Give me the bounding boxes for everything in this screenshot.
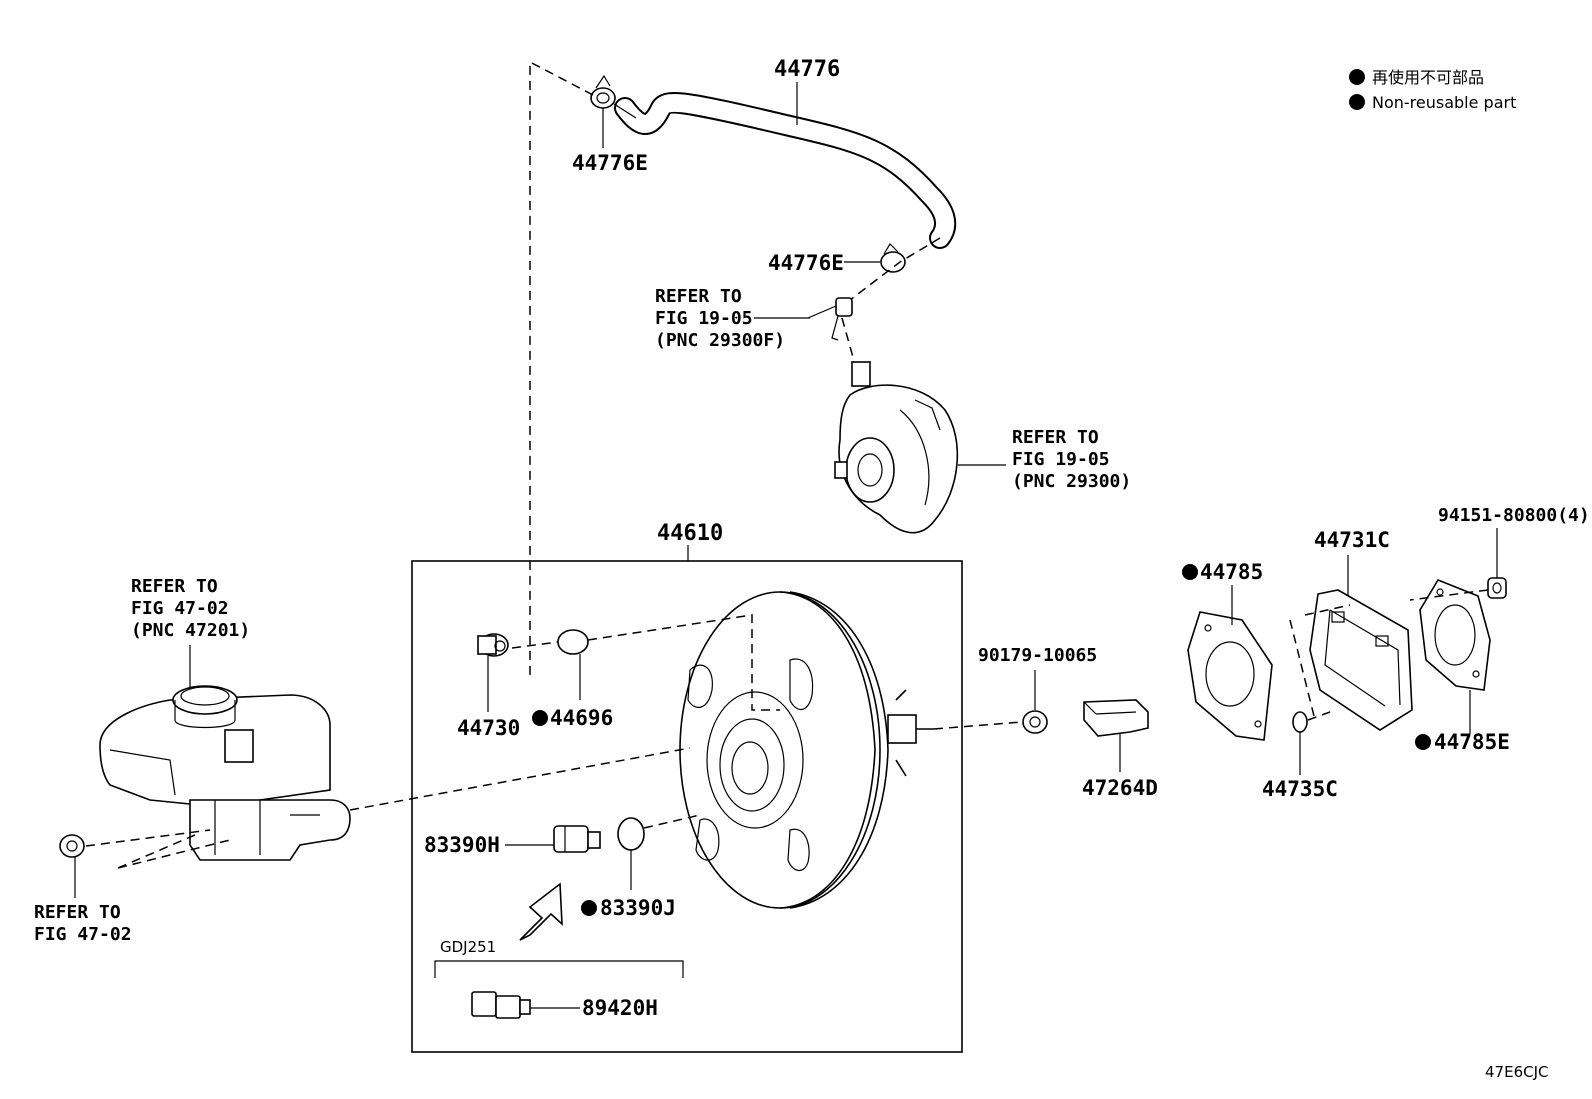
part-label-44610: 44610 [657, 521, 723, 546]
non-reusable-marker-icon [1349, 94, 1365, 110]
vacuum-sensor-83390H-drawing [553, 825, 601, 853]
part-label-89420H: 89420H [582, 996, 658, 1020]
master-cylinder-nut-drawing [59, 834, 85, 858]
part-label-90179-10065: 90179-10065 [978, 645, 1097, 666]
clevis-47264D-drawing [1083, 699, 1149, 737]
refer-fig-19-05-F-line3: (PNC 29300F) [655, 330, 785, 351]
hose-clamp-top-drawing [590, 74, 616, 109]
non-reusable-marker-icon [1182, 564, 1198, 580]
part-label-83390J: 83390J [600, 896, 676, 920]
refer-fig-19-05-F-line2: FIG 19-05 [655, 308, 753, 329]
non-reusable-marker-icon [1349, 69, 1365, 85]
refer-fig-47-02-pnc-line1: REFER TO [131, 576, 218, 597]
refer-fig-19-05-line2: FIG 19-05 [1012, 449, 1110, 470]
refer-fig-47-02-line2: FIG 47-02 [34, 924, 132, 945]
hose-clamp-mid-drawing [880, 243, 906, 273]
check-valve-44730-drawing [477, 633, 509, 657]
part-label-47264D: 47264D [1082, 776, 1158, 800]
booster-assembly-frame [411, 560, 963, 1053]
master-cylinder-reservoir-drawing [99, 685, 351, 861]
part-label-44776E-top: 44776E [572, 151, 648, 175]
check-valve-drawing [807, 297, 853, 341]
refer-fig-47-02-pnc-line3: (PNC 47201) [131, 620, 250, 641]
direction-arrow-icon [519, 882, 563, 941]
o-ring-44735C-drawing [1292, 711, 1308, 733]
brake-booster-drawing [679, 591, 934, 909]
refer-fig-19-05-line3: (PNC 29300) [1012, 471, 1131, 492]
part-label-44696: 44696 [550, 706, 613, 730]
part-label-44785E: 44785E [1434, 730, 1510, 754]
gasket-44785-drawing [1187, 611, 1273, 741]
part-label-44776E-mid: 44776E [768, 251, 844, 275]
non-reusable-marker-icon [581, 900, 597, 916]
figure-code: 47E6CJC [1485, 1063, 1548, 1081]
refer-fig-47-02-pnc-line2: FIG 47-02 [131, 598, 229, 619]
part-label-94151-80800: 94151-80800(4) [1438, 505, 1590, 526]
part-label-44776: 44776 [774, 57, 840, 82]
gasket-44785E-drawing [1419, 579, 1491, 691]
gdj251-label: GDJ251 [440, 938, 496, 956]
vacuum-hose-drawing [613, 92, 957, 249]
part-label-44731C: 44731C [1314, 528, 1390, 552]
grommet-83390J-drawing [617, 817, 645, 851]
legend: 再使用不可部品 Non-reusable part [1349, 68, 1516, 112]
spacer-44731C-drawing [1309, 589, 1413, 731]
grommet-44696-drawing [557, 629, 589, 655]
nut-94151-drawing [1487, 577, 1507, 599]
part-label-44735C: 44735C [1262, 777, 1338, 801]
non-reusable-marker-icon [532, 710, 548, 726]
refer-fig-19-05-line1: REFER TO [1012, 427, 1099, 448]
connector-89420H-drawing [471, 991, 531, 1019]
part-label-44730: 44730 [457, 716, 520, 740]
legend-line-japanese: 再使用不可部品 [1372, 68, 1484, 87]
vacuum-pump-drawing [834, 361, 959, 534]
part-label-83390H: 83390H [424, 833, 500, 857]
refer-fig-19-05-F-line1: REFER TO [655, 286, 742, 307]
refer-fig-47-02-line1: REFER TO [34, 902, 121, 923]
non-reusable-marker-icon [1415, 734, 1431, 750]
nut-90179-drawing [1022, 710, 1048, 734]
part-label-44785: 44785 [1200, 560, 1263, 584]
legend-line-english: Non-reusable part [1372, 93, 1516, 112]
